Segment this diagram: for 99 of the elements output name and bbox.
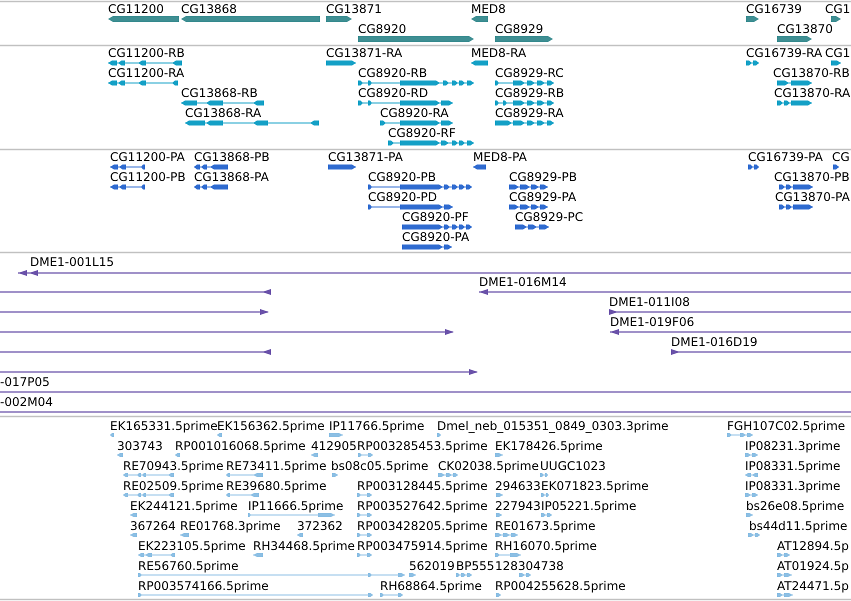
feature-label: CG13868-PB	[194, 150, 270, 164]
feature-label: CG	[832, 150, 850, 164]
feature-label: AT12894.5p	[777, 539, 849, 553]
feature-label: CG8920-PD	[368, 190, 438, 204]
feature-label: IP08331.3prime	[745, 479, 840, 493]
feature-label: RP003475914.5prime	[357, 539, 488, 553]
feature-label: CG1	[825, 46, 850, 60]
feature-label: FGH107C02.5prime	[727, 419, 846, 433]
feature-label: CG13871-RA	[326, 46, 402, 60]
feature-label: EK156362.5prime	[217, 419, 325, 433]
feature-label: CG8920-PA	[402, 230, 470, 244]
feature-label: DME1-016D19	[671, 335, 758, 349]
feature-label: CG8929-PC	[515, 210, 584, 224]
feature-label: IP11666.5prime	[248, 499, 344, 513]
feature-label: CG8920-RB	[358, 66, 428, 80]
feature-label: 562019	[409, 559, 455, 573]
feature-label: CG8929-PB	[509, 170, 578, 184]
feature-label: CG8929-RA	[495, 106, 564, 120]
feature-label: CG13870-PA	[775, 190, 850, 204]
feature-label: CK02038.5prime	[438, 459, 539, 473]
feature-label: Dmel_neb_015351_0849_0303.3prime	[437, 419, 669, 433]
feature-label: EK244121.5prime	[130, 499, 238, 513]
feature-label: bs08c05.5prime	[331, 459, 428, 473]
feature-label: 294633	[495, 479, 541, 493]
feature-label: AT01924.5p	[777, 559, 849, 573]
feature-label: RP003428205.5prime	[357, 519, 488, 533]
feature-label: UUGC1023	[540, 459, 606, 473]
feature-label: MED8	[471, 2, 506, 16]
feature-label: RP003574166.5prime	[138, 579, 269, 593]
feature-label: MED8-RA	[471, 46, 526, 60]
feature-label: CG11200-RA	[108, 66, 184, 80]
feature-label: CG13868-PA	[194, 170, 269, 184]
feature-label: CG8920-PF	[402, 210, 469, 224]
feature-label: -017P05	[0, 375, 50, 389]
feature-label: CG13870-RB	[773, 66, 850, 80]
feature-label: CG16739-PA	[748, 150, 823, 164]
feature-label: EK071823.5prime	[541, 479, 649, 493]
feature-label: RE56760.5prime	[138, 559, 238, 573]
feature-label: CG8920	[358, 22, 406, 36]
feature-label: 128304738	[495, 559, 564, 573]
feature-label: RP003285453.5prime	[357, 439, 488, 453]
feature-label: RE02509.5prime	[123, 479, 224, 493]
feature-label: RH34468.5prime	[253, 539, 355, 553]
feature-label: CG8929-PA	[509, 190, 576, 204]
feature-label: CG11200-PB	[110, 170, 186, 184]
feature-label: MED8-PA	[473, 150, 527, 164]
feature-label: 367264	[130, 519, 176, 533]
feature-label: bs26e08.5prime	[746, 499, 844, 513]
feature-label: RE01673.5prime	[495, 519, 596, 533]
feature-label: DME1-011I08	[609, 295, 690, 309]
feature-label: 412905	[311, 439, 357, 453]
feature-label: RH16070.5prime	[495, 539, 597, 553]
feature-label: RP003128445.5prime	[357, 479, 488, 493]
feature-label: CG13868-RB	[181, 86, 258, 100]
feature-label: EK223105.5prime	[138, 539, 246, 553]
feature-label: AT24471.5p	[777, 579, 849, 593]
feature-label: IP05221.5prime	[541, 499, 636, 513]
feature-label: RE01768.3prime	[180, 519, 280, 533]
feature-label: 372362	[297, 519, 343, 533]
feature-label: DME1-001L15	[30, 255, 114, 269]
feature-label: CG8929	[495, 22, 544, 36]
feature-label: RP003527642.5prime	[357, 499, 488, 513]
feature-label: CG11200	[108, 2, 164, 16]
feature-label: DME1-016M14	[479, 275, 567, 289]
feature-label: CG16739-RA	[746, 46, 822, 60]
feature-label: IP08331.5prime	[745, 459, 840, 473]
feature-label: CG8920-RA	[380, 106, 449, 120]
feature-label: RH68864.5prime	[380, 579, 482, 593]
feature-label: CG8920-PB	[368, 170, 436, 184]
feature-label: RP004255628.5prime	[495, 579, 626, 593]
feature-label: 303743	[117, 439, 163, 453]
feature-label: CG1	[825, 2, 850, 16]
feature-label: CG8929-RB	[495, 86, 564, 100]
feature-label: BP555	[456, 559, 494, 573]
feature-label: IP08231.3prime	[745, 439, 840, 453]
feature-label: CG16739	[746, 2, 802, 16]
feature-label: -002M04	[0, 395, 53, 409]
feature-label: CG8929-RC	[495, 66, 564, 80]
feature-label: RE39680.5prime	[226, 479, 326, 493]
feature-label: CG13870	[777, 22, 833, 36]
feature-label: EK165331.5prime	[110, 419, 218, 433]
feature-label: RE73411.5prime	[226, 459, 326, 473]
feature-label: CG13871	[326, 2, 382, 16]
feature-label: bs44d11.5prime	[749, 519, 848, 533]
feature-label: RE70943.5prime	[123, 459, 224, 473]
feature-label: IP11766.5prime	[329, 419, 424, 433]
feature-label: CG13870-PB	[774, 170, 850, 184]
feature-label: CG13871-PA	[328, 150, 403, 164]
feature-label: EK178426.5prime	[495, 439, 603, 453]
feature-label: RP001016068.5prime	[175, 439, 306, 453]
feature-label: CG11200-RB	[108, 46, 185, 60]
feature-label: CG13868	[181, 2, 237, 16]
feature-label: 227943	[495, 499, 541, 513]
feature-label: CG8920-RF	[388, 126, 456, 140]
feature-label: CG8920-RD	[358, 86, 428, 100]
feature-label: DME1-019F06	[610, 315, 694, 329]
feature-label: CG11200-PA	[110, 150, 185, 164]
feature-label: CG13870-RA	[774, 86, 850, 100]
feature-label: CG13868-RA	[185, 106, 262, 120]
